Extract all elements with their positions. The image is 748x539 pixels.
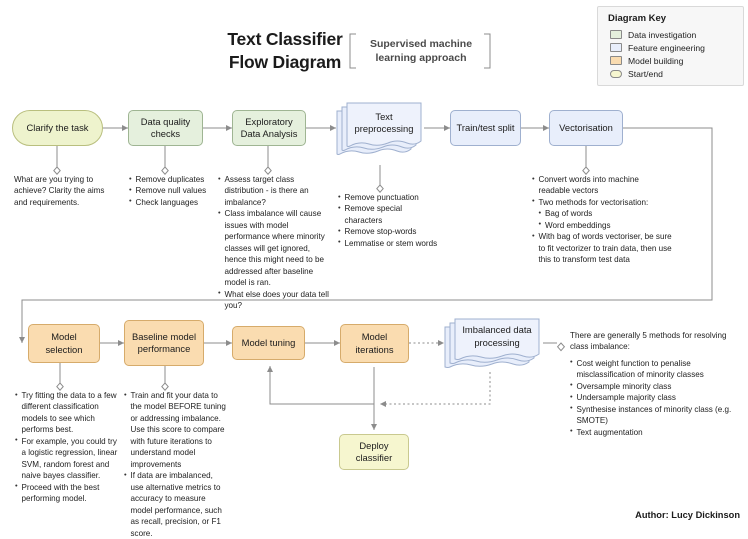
node-label: Text preprocessing (354, 110, 414, 134)
note-model-selection: Try fitting the data to a few different … (15, 390, 118, 505)
note-lead-text: There are generally 5 methods for resolv… (570, 331, 727, 352)
node-exploratory-data-analysis[interactable]: Exploratory Data Analysis (232, 110, 306, 146)
note-text-preprocessing: Remove punctuation Remove special charac… (338, 191, 440, 249)
node-baseline-model-performance[interactable]: Baseline model performance (124, 320, 204, 366)
document-stack-icon (444, 318, 540, 368)
legend-label: Model building (628, 55, 684, 66)
page-subtitle: Supervised machine learning approach (369, 38, 473, 64)
note-bullet: Convert words into machine readable vect… (532, 174, 672, 197)
legend-label: Data investigation (628, 29, 697, 40)
note-text: What are you trying to achieve? Clarity … (14, 175, 105, 207)
legend-swatch-icon-model-building (610, 56, 622, 65)
legend-swatch-icon-start-end (610, 69, 622, 78)
node-label: Deploy classifier (355, 439, 393, 463)
node-label: Model iterations (355, 331, 394, 355)
document-stack-icon (336, 102, 422, 155)
node-model-selection[interactable]: Model selection (28, 324, 100, 363)
note-bullet: Bag of words (532, 208, 672, 219)
note-bullet: Lemmatise or stem words (338, 237, 440, 249)
node-text-preprocessing[interactable]: Text preprocessing (336, 102, 426, 164)
note-bullet: Remove special characters (338, 203, 440, 226)
note-bullet: Remove stop-words (338, 226, 440, 237)
author-credit: Author: Lucy Dickinson (635, 510, 740, 520)
legend-label: Start/end (628, 68, 663, 79)
note-bullet: Word embeddings (532, 219, 672, 231)
node-train-test-split[interactable]: Train/test split (450, 110, 521, 146)
node-label: Clarify the task (26, 121, 89, 133)
node-label: Baseline model performance (131, 330, 197, 354)
legend-label: Feature engineering (628, 42, 705, 53)
note-bullet: Train and fit your data to the model BEF… (124, 389, 227, 470)
note-clarify-the-task: What are you trying to achieve? Clarity … (14, 174, 117, 208)
node-deploy-classifier[interactable]: Deploy classifier (339, 434, 409, 470)
node-label: Model selection (45, 331, 83, 355)
legend-swatch-icon-data-investigation (610, 30, 622, 39)
note-bullet: Remove punctuation (338, 191, 440, 203)
diagram-key-title: Diagram Key (608, 13, 667, 24)
note-bullet: Check languages (129, 196, 227, 208)
note-baseline-model-performance: Train and fit your data to the model BEF… (124, 389, 227, 539)
note-bullet: Text augmentation (570, 426, 740, 438)
node-label: Model tuning (241, 336, 296, 348)
note-bullet: Undersample majority class (570, 392, 740, 403)
note-imbalanced-data-processing: There are generally 5 methods for resolv… (570, 330, 740, 438)
legend-item-model-building: Model building (598, 54, 743, 67)
note-bullet: Try fitting the data to a few different … (15, 390, 118, 436)
node-clarify-the-task[interactable]: Clarify the task (12, 110, 103, 146)
legend-item-start-end: Start/end (598, 67, 743, 80)
note-bullet: Two methods for vectorisation: (532, 196, 672, 208)
note-bullet: Assess target class distribution - is th… (218, 173, 334, 208)
node-vectorisation[interactable]: Vectorisation (549, 110, 623, 146)
legend-item-data-investigation: Data investigation (598, 28, 743, 41)
note-bullet: Oversample minority class (570, 380, 740, 392)
node-label: Exploratory Data Analysis (240, 115, 298, 139)
legend-swatch-icon-feature-engineering (610, 43, 622, 52)
diagram-key-panel: Diagram Key Data investigation Feature e… (597, 6, 744, 86)
note-bullet: Synthesise instances of minority class (… (570, 403, 740, 427)
note-bullet: Remove null values (129, 185, 227, 196)
page-title: Text Classifier Flow Diagram (205, 28, 365, 74)
note-data-quality-checks: Remove duplicates Remove null values Che… (129, 173, 227, 208)
title-line-1: Text Classifier (227, 29, 343, 49)
node-model-tuning[interactable]: Model tuning (232, 326, 305, 360)
note-bullet: Cost weight function to penalise misclas… (570, 357, 740, 381)
legend-item-feature-engineering: Feature engineering (598, 41, 743, 54)
node-label: Imbalanced data processing (462, 324, 532, 348)
node-label: Data quality checks (140, 115, 191, 139)
note-bullet: Proceed with the best performing model. (15, 481, 118, 505)
node-model-iterations[interactable]: Model iterations (340, 324, 409, 363)
note-exploratory-data-analysis: Assess target class distribution - is th… (218, 173, 334, 312)
title-line-2: Flow Diagram (228, 51, 342, 72)
note-vectorisation: Convert words into machine readable vect… (532, 174, 672, 266)
note-bullet: For example, you could try a logistic re… (15, 435, 118, 482)
note-bullet: If data are imbalanced, use alternative … (124, 470, 227, 539)
note-bullet: With bag of words vectoriser, be sure to… (532, 231, 672, 265)
note-bullet: Remove duplicates (129, 173, 227, 185)
node-label: Train/test split (456, 121, 515, 133)
node-imbalanced-data-processing[interactable]: Imbalanced data processing (444, 318, 544, 378)
note-bullet: What else does your data tell you? (218, 288, 334, 312)
note-bullet: Class imbalance will cause issues with m… (218, 208, 334, 288)
node-data-quality-checks[interactable]: Data quality checks (128, 110, 203, 146)
node-label: Vectorisation (559, 121, 613, 133)
